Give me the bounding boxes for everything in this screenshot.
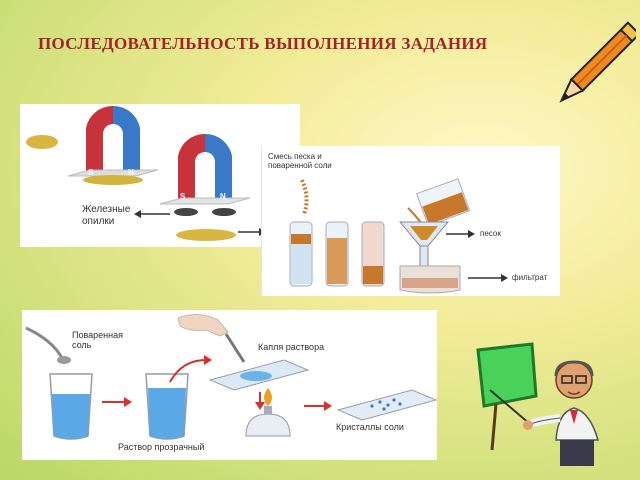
crystals-label: Кристаллы соли [336,422,404,432]
pole-label-n: N [128,168,134,177]
filings-pile [176,229,236,241]
solution-label: Раствор прозрачный [118,442,205,452]
horseshoe-magnet [178,133,232,200]
filings-pile [26,135,58,149]
test-tube [289,221,313,287]
slide-title: ПОСЛЕДОВАТЕЛЬНОСТЬ ВЫПОЛНЕНИЯ ЗАДАНИЯ [38,34,488,53]
glass-beaker [145,373,189,440]
horseshoe-magnet [86,105,140,172]
filtrate-label: фильтрат [512,273,548,282]
teacher-icon [476,342,599,466]
burner-icon [245,388,291,437]
mixture-label: Смесь песка и поваренной соли [268,152,332,171]
glass-plate [159,197,251,205]
filtration-panel: Смесь песка и поваренной соли песок филь… [262,146,560,296]
pole-label-s: S [88,168,94,177]
pole-label-s: S [180,192,186,201]
spoon-icon [25,326,64,359]
drop-label: Капля раствора [258,342,325,352]
glass-beaker [49,373,93,440]
filings-label: Железные опилки [82,204,131,227]
pole-label-n: N [220,192,226,201]
hand-icon [177,314,229,337]
pencil-icon [559,21,636,103]
sand-label: песок [480,229,501,238]
magnet-separation-panel: S N S N Железные опилки [20,104,300,247]
test-tube [325,221,349,287]
test-tube [361,221,385,287]
salt-label: Поваренная соль [72,330,123,351]
pouring-beaker [416,178,471,227]
evaporation-panel: Поваренная соль Капля раствора Раствор п… [22,310,437,460]
